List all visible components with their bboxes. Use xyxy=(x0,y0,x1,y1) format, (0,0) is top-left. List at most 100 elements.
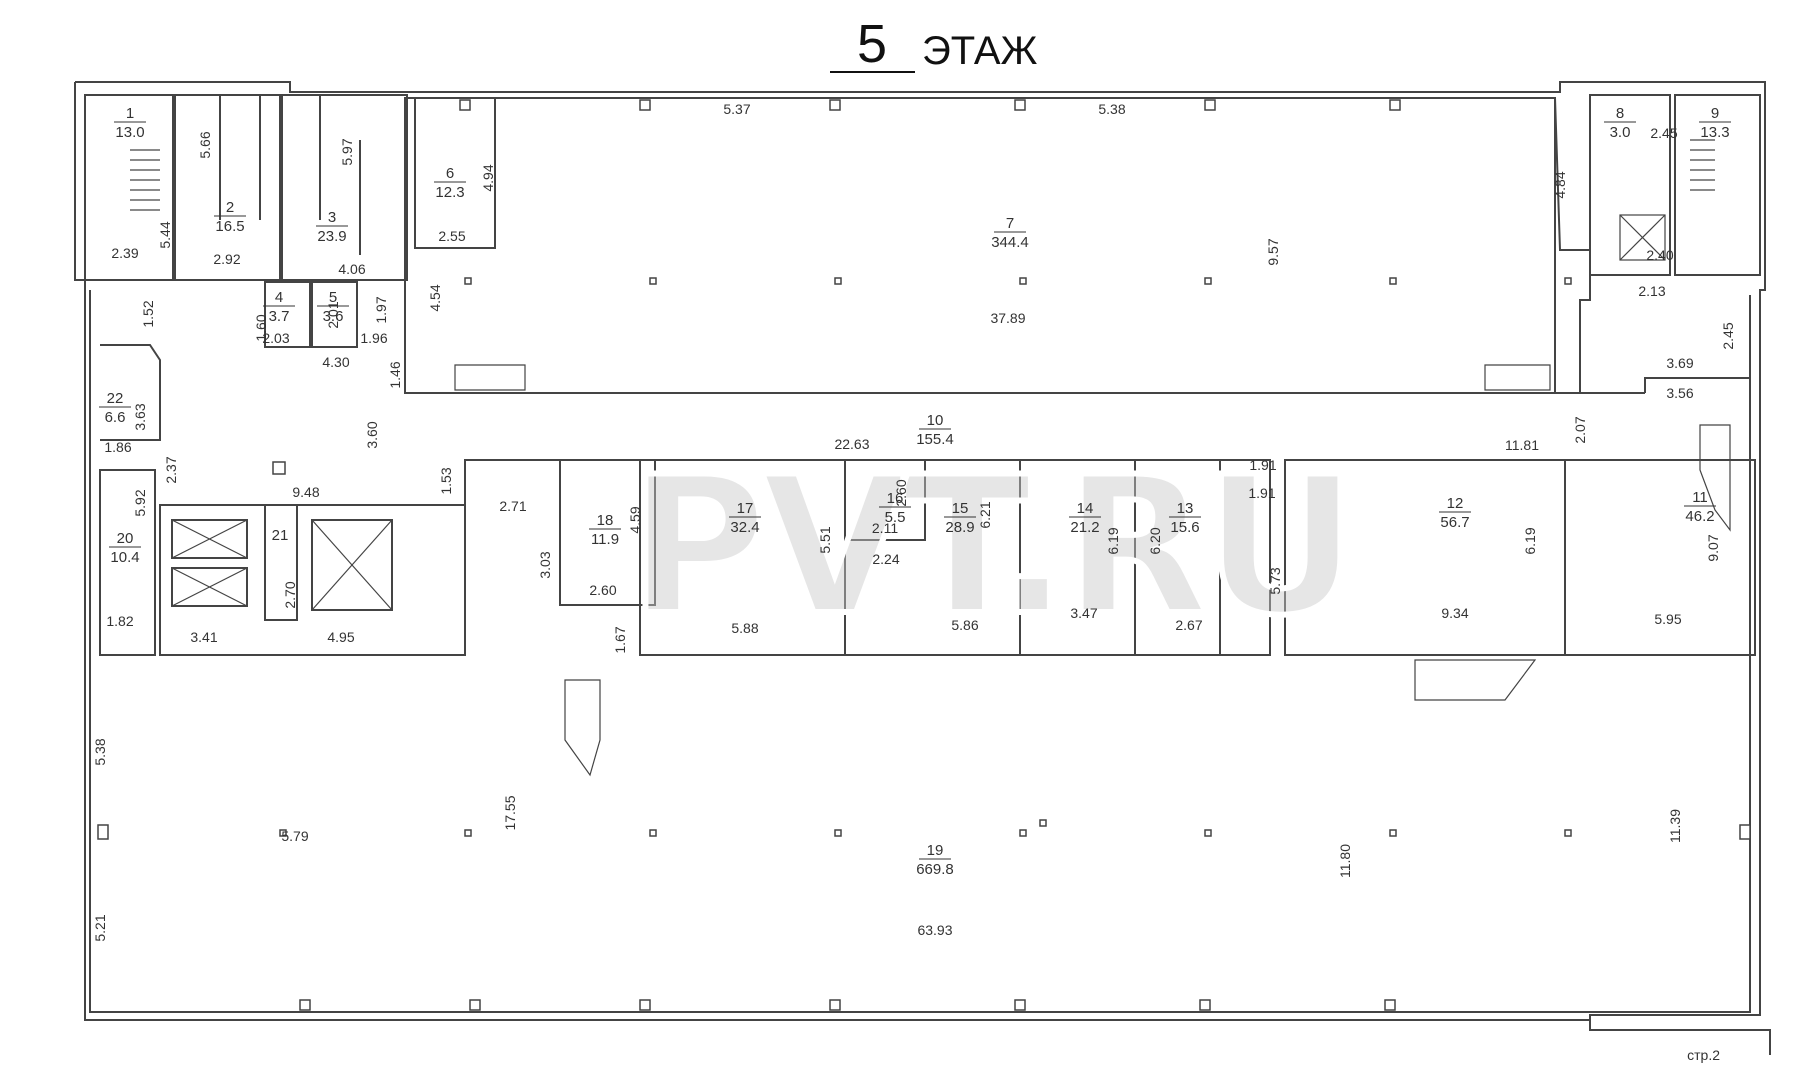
dimension-label: 3.69 xyxy=(1666,355,1693,371)
page-label: стр.2 xyxy=(1687,1047,1720,1063)
room-number: 15 xyxy=(952,500,969,517)
dimension-label: 3.03 xyxy=(537,551,553,578)
room-number: 11 xyxy=(1692,489,1708,506)
dimension-label: 5.21 xyxy=(92,914,108,941)
room-number: 1 xyxy=(126,105,134,122)
dimension-label: 3.41 xyxy=(190,629,217,645)
room-area: 46.2 xyxy=(1685,508,1714,525)
dimension-label: 2.60 xyxy=(893,479,909,506)
room-area: 13.0 xyxy=(115,124,144,141)
room-number: 7 xyxy=(1006,215,1014,232)
dimension-label: 6.21 xyxy=(977,501,993,528)
dimension-label: 2.03 xyxy=(262,330,289,346)
dimension-label: 5.51 xyxy=(817,526,833,553)
dimension-label: 5.88 xyxy=(731,620,758,636)
columns xyxy=(97,99,1751,1011)
dimension-label: 4.84 xyxy=(1552,171,1568,198)
room-label: 216.5 xyxy=(214,199,246,235)
room-number: 8 xyxy=(1616,105,1624,122)
dimension-label: 3.56 xyxy=(1666,385,1693,401)
dimension-label: 37.89 xyxy=(990,310,1025,326)
room-area: 10.4 xyxy=(110,549,139,566)
room-area: 6.6 xyxy=(105,409,126,426)
dimension-label: 5.37 xyxy=(723,101,750,117)
dimension-label: 11.81 xyxy=(1505,437,1539,453)
dimension-label: 2.67 xyxy=(1175,617,1202,633)
room-area: 32.4 xyxy=(730,519,759,536)
dimension-label: 2.45 xyxy=(1720,322,1736,349)
dimension-label: 2.70 xyxy=(282,581,298,608)
dimension-label: 1.97 xyxy=(373,296,389,323)
dimension-label: 1.53 xyxy=(438,467,454,494)
dimension-label: 2.37 xyxy=(163,456,179,483)
dimension-label: 6.19 xyxy=(1522,527,1538,554)
room-area: 28.9 xyxy=(945,519,974,536)
room-label: 323.9 xyxy=(316,209,348,245)
room-number: 10 xyxy=(927,412,944,429)
dimension-label: 6.20 xyxy=(1147,527,1163,554)
dimension-label: 11.80 xyxy=(1337,844,1353,878)
dimension-label: 2.71 xyxy=(499,498,526,514)
room-area: 11.9 xyxy=(591,531,619,548)
room-label: 21 xyxy=(272,527,289,544)
room-number: 9 xyxy=(1711,105,1719,122)
walls xyxy=(74,81,1771,1055)
dimension-label: 6.19 xyxy=(1105,527,1121,554)
room-area: 3.6 xyxy=(323,308,344,325)
room-label: 43.7 xyxy=(263,289,295,325)
watermark: PVT.RU xyxy=(628,436,1352,657)
room-number: 4 xyxy=(275,289,283,306)
dimension-label: 9.34 xyxy=(1441,605,1468,621)
dimension-label: 4.94 xyxy=(480,164,496,191)
dimension-label: 5.92 xyxy=(132,489,148,516)
dimension-label: 5.97 xyxy=(339,138,355,165)
dimension-label: 2.40 xyxy=(1646,247,1673,263)
room-number: 21 xyxy=(272,527,289,544)
dimension-label: 1.52 xyxy=(140,300,156,327)
dimension-label: 1.96 xyxy=(360,330,387,346)
room-label: 15 28.9 xyxy=(944,500,976,536)
dimension-label: 2.07 xyxy=(1572,416,1588,443)
dimension-label: 9.57 xyxy=(1265,238,1281,265)
room-labels: 113.0216.5323.943.753.6612.37344.483.091… xyxy=(99,105,1731,878)
dimension-label: 1.67 xyxy=(612,626,628,653)
room-number: 19 xyxy=(927,842,944,859)
dimension-label: 4.59 xyxy=(627,506,643,533)
dimension-label: 1.91 xyxy=(1248,485,1275,501)
dimension-label: 1.86 xyxy=(104,439,131,455)
dimension-label: 2.13 xyxy=(1638,283,1665,299)
dimension-label: 1.60 xyxy=(253,314,269,341)
dimension-label: 2.01 xyxy=(325,301,341,328)
dimension-label: 17.55 xyxy=(502,795,518,830)
dimension-label: 2.11 xyxy=(872,520,898,536)
room-label: 612.3 xyxy=(434,165,466,201)
dimension-label: 2.45 xyxy=(1650,125,1677,141)
dimension-label: 1.82 xyxy=(106,613,133,629)
dimension-label: 2.92 xyxy=(213,251,240,267)
dimension-label: 4.54 xyxy=(427,284,443,311)
room-area: 15.6 xyxy=(1170,519,1199,536)
dimension-label: 9.07 xyxy=(1705,534,1721,561)
dimension-label: 4.30 xyxy=(322,354,349,370)
room-area: 3.7 xyxy=(269,308,290,325)
stairs xyxy=(130,139,1731,777)
dimension-label: 5.86 xyxy=(951,617,978,633)
dimension-label: 5.79 xyxy=(281,828,308,844)
room-area: 669.8 xyxy=(916,861,954,878)
room-area: 5.5 xyxy=(885,509,906,526)
room-area: 155.4 xyxy=(916,431,954,448)
dimension-label: 5.38 xyxy=(92,738,108,765)
room-label: 53.6 xyxy=(317,289,349,325)
dimension-label: 2.24 xyxy=(872,551,899,567)
room-label: 10 155.4 xyxy=(916,412,954,448)
dimension-label: 5.38 xyxy=(1098,101,1125,117)
dimension-label: 3.63 xyxy=(132,403,148,430)
